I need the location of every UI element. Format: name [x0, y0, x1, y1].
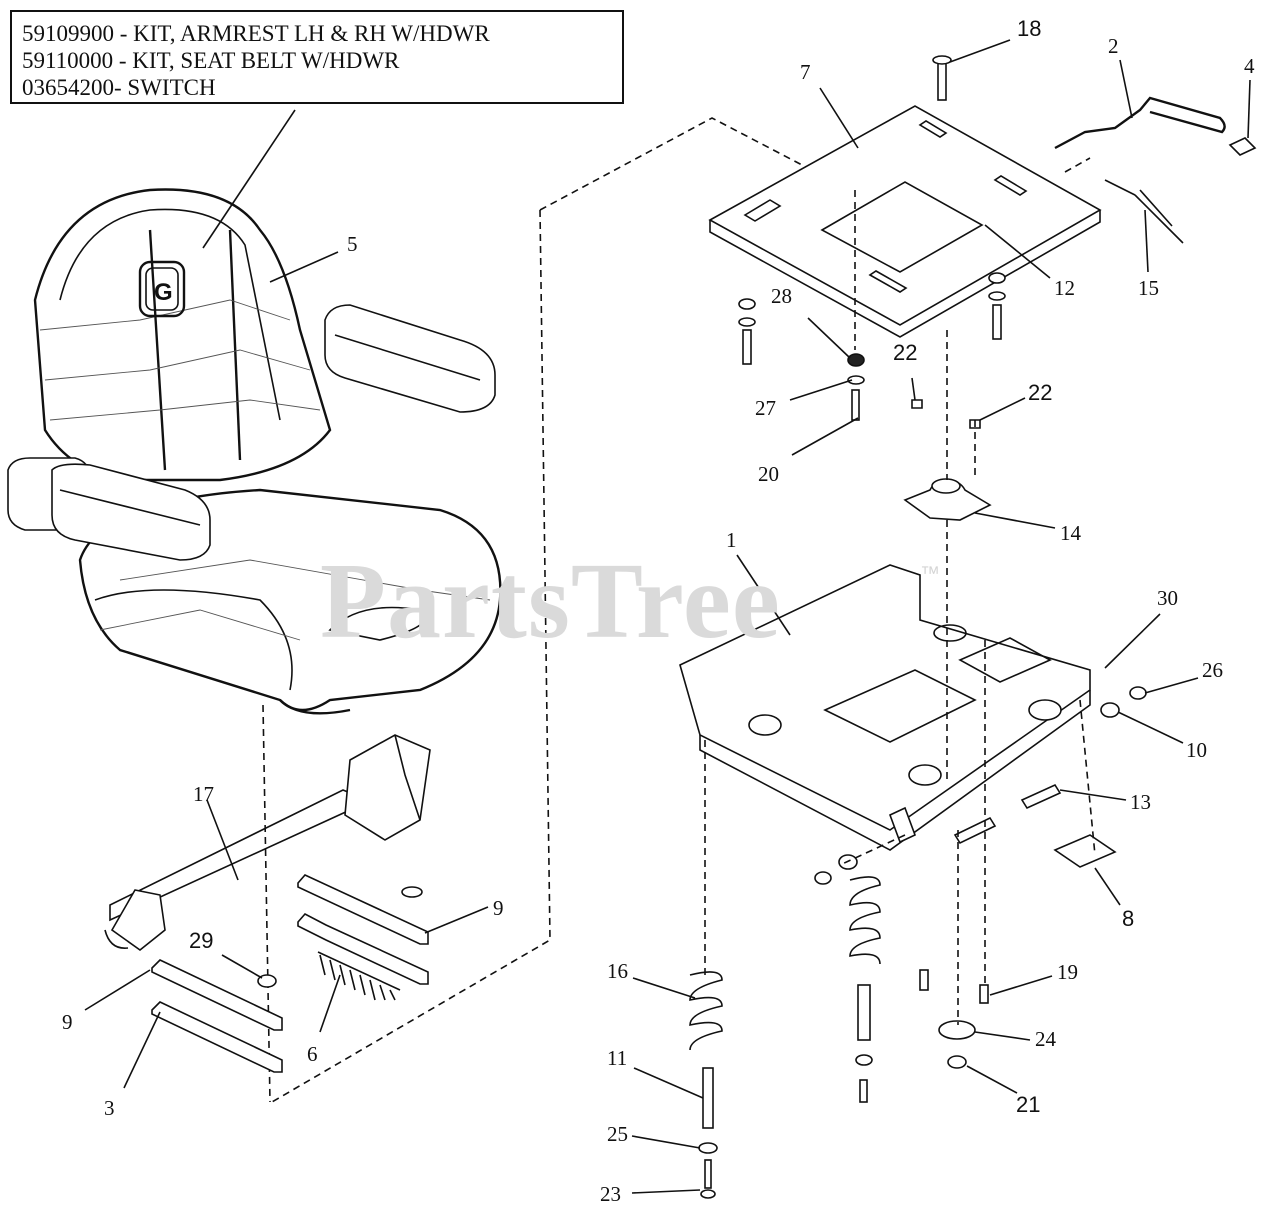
base-plate [679, 564, 1091, 851]
kit-line-armrest: 59109900 - KIT, ARMREST LH & RH W/HDWR [22, 21, 490, 46]
callout-21[interactable]: 21 [1016, 1092, 1041, 1117]
callout-25[interactable]: 25 [607, 1122, 628, 1146]
callout-13[interactable]: 13 [1130, 790, 1151, 814]
callout-23[interactable]: 23 [600, 1182, 621, 1206]
callout-9-lower[interactable]: 9 [62, 1010, 73, 1034]
callout-10[interactable]: 10 [1186, 738, 1207, 762]
callout-9-upper[interactable]: 9 [493, 896, 504, 920]
seat-switch-bracket [104, 734, 431, 952]
plates [151, 874, 429, 1073]
leader-lines [84, 39, 1251, 1194]
callout-3[interactable]: 3 [104, 1096, 115, 1120]
upper-slide-plate [708, 105, 1102, 338]
kit-line-seat-belt: 59110000 - KIT, SEAT BELT W/HDWR [22, 48, 400, 73]
callout-22-left[interactable]: 22 [893, 340, 918, 365]
callout-26[interactable]: 26 [1202, 658, 1223, 682]
callout-15[interactable]: 15 [1138, 276, 1159, 300]
callout-11[interactable]: 11 [607, 1046, 628, 1070]
mount-outline-dash [539, 117, 851, 211]
callout-27[interactable]: 27 [755, 396, 776, 420]
callout-8[interactable]: 8 [1122, 906, 1135, 931]
callout-7[interactable]: 7 [800, 60, 811, 84]
callout-18[interactable]: 18 [1017, 16, 1042, 41]
kit-info-box: 59109900 - KIT, ARMREST LH & RH W/HDWR 5… [10, 10, 624, 104]
callout-29[interactable]: 29 [189, 928, 214, 953]
callout-28[interactable]: 28 [771, 284, 792, 308]
callout-5[interactable]: 5 [347, 232, 358, 256]
handle-grip [1228, 137, 1257, 156]
callout-30[interactable]: 30 [1157, 586, 1178, 610]
brand-logo-icon: G [154, 279, 173, 306]
adjust-handle [1054, 96, 1226, 150]
seat-drawing: G [7, 188, 502, 715]
callout-6[interactable]: 6 [307, 1042, 318, 1066]
trademark-symbol: ™ [920, 563, 940, 585]
callout-24[interactable]: 24 [1035, 1027, 1056, 1051]
callout-17[interactable]: 17 [193, 782, 214, 806]
watermark-text: PartsTree [320, 542, 781, 661]
callout-12[interactable]: 12 [1054, 276, 1075, 300]
callout-16[interactable]: 16 [607, 959, 628, 983]
callout-22-right[interactable]: 22 [1028, 380, 1053, 405]
callout-2[interactable]: 2 [1108, 34, 1119, 58]
callout-14[interactable]: 14 [1060, 521, 1081, 545]
kit-line-switch: 03654200- SWITCH [22, 75, 216, 100]
upper-hardware [738, 55, 1006, 429]
callout-1[interactable]: 1 [726, 528, 737, 552]
callout-20[interactable]: 20 [758, 462, 779, 486]
spring-15 [1104, 179, 1184, 244]
callout-19[interactable]: 19 [1057, 960, 1078, 984]
callout-4[interactable]: 4 [1244, 54, 1255, 78]
lower-hardware [689, 686, 1147, 1199]
